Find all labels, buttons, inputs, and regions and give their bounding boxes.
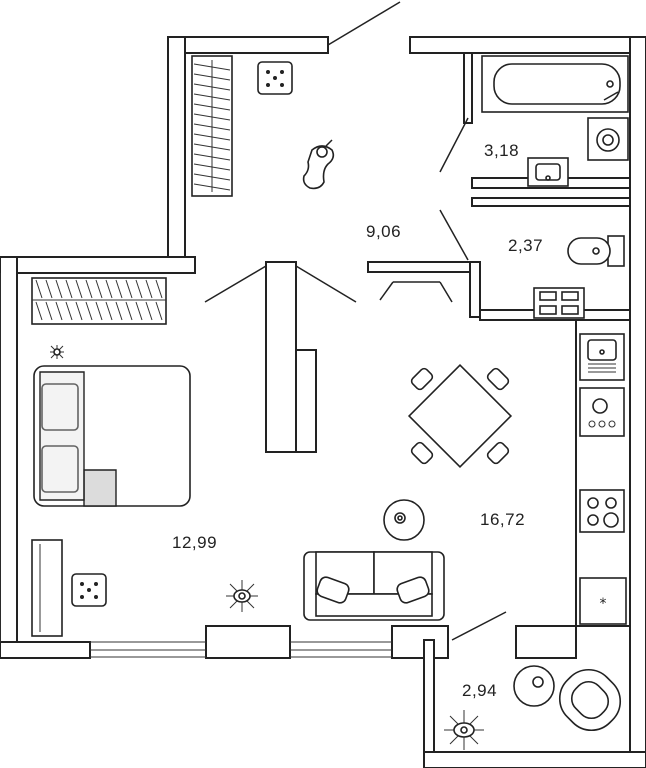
bathroom-sink	[527, 157, 569, 187]
bed	[33, 365, 191, 507]
area-label-bathroom: 3,18	[484, 141, 520, 160]
area-label-toilet: 2,37	[508, 236, 544, 255]
plant-icon	[226, 580, 258, 612]
bathtub	[481, 55, 629, 113]
fridge: *	[579, 577, 627, 625]
storage-shelves	[533, 287, 585, 319]
plant-icon	[444, 710, 484, 750]
balcony-door	[451, 611, 507, 641]
kitchen-sink	[579, 333, 625, 381]
washing-machine	[587, 117, 629, 161]
stove	[579, 489, 625, 533]
dog-icon	[302, 139, 335, 190]
ventilation-shaft-icon	[71, 573, 107, 607]
area-label-living: 16,72	[480, 510, 526, 529]
side-cabinet	[31, 539, 63, 637]
windows	[0, 273, 392, 658]
hall-wardrobe	[191, 55, 233, 197]
area-label-balcony: 2,94	[462, 681, 498, 700]
dishwasher	[579, 387, 625, 437]
outer-walls	[0, 36, 646, 768]
sofa	[303, 551, 445, 621]
asterisk-icon: *	[600, 596, 607, 612]
bedroom-wardrobe	[31, 277, 167, 325]
armchair	[558, 668, 622, 732]
round-pouf	[383, 499, 425, 541]
balcony-table	[513, 665, 555, 707]
area-label-hall: 9,06	[366, 222, 402, 241]
central-partition	[204, 261, 357, 453]
toilet	[567, 235, 625, 267]
dining-table	[407, 363, 513, 469]
area-label-bedroom: 12,99	[172, 533, 218, 552]
ventilation-shaft-icon	[257, 61, 293, 95]
plant-icon	[50, 345, 64, 359]
entrance-door	[327, 1, 401, 46]
